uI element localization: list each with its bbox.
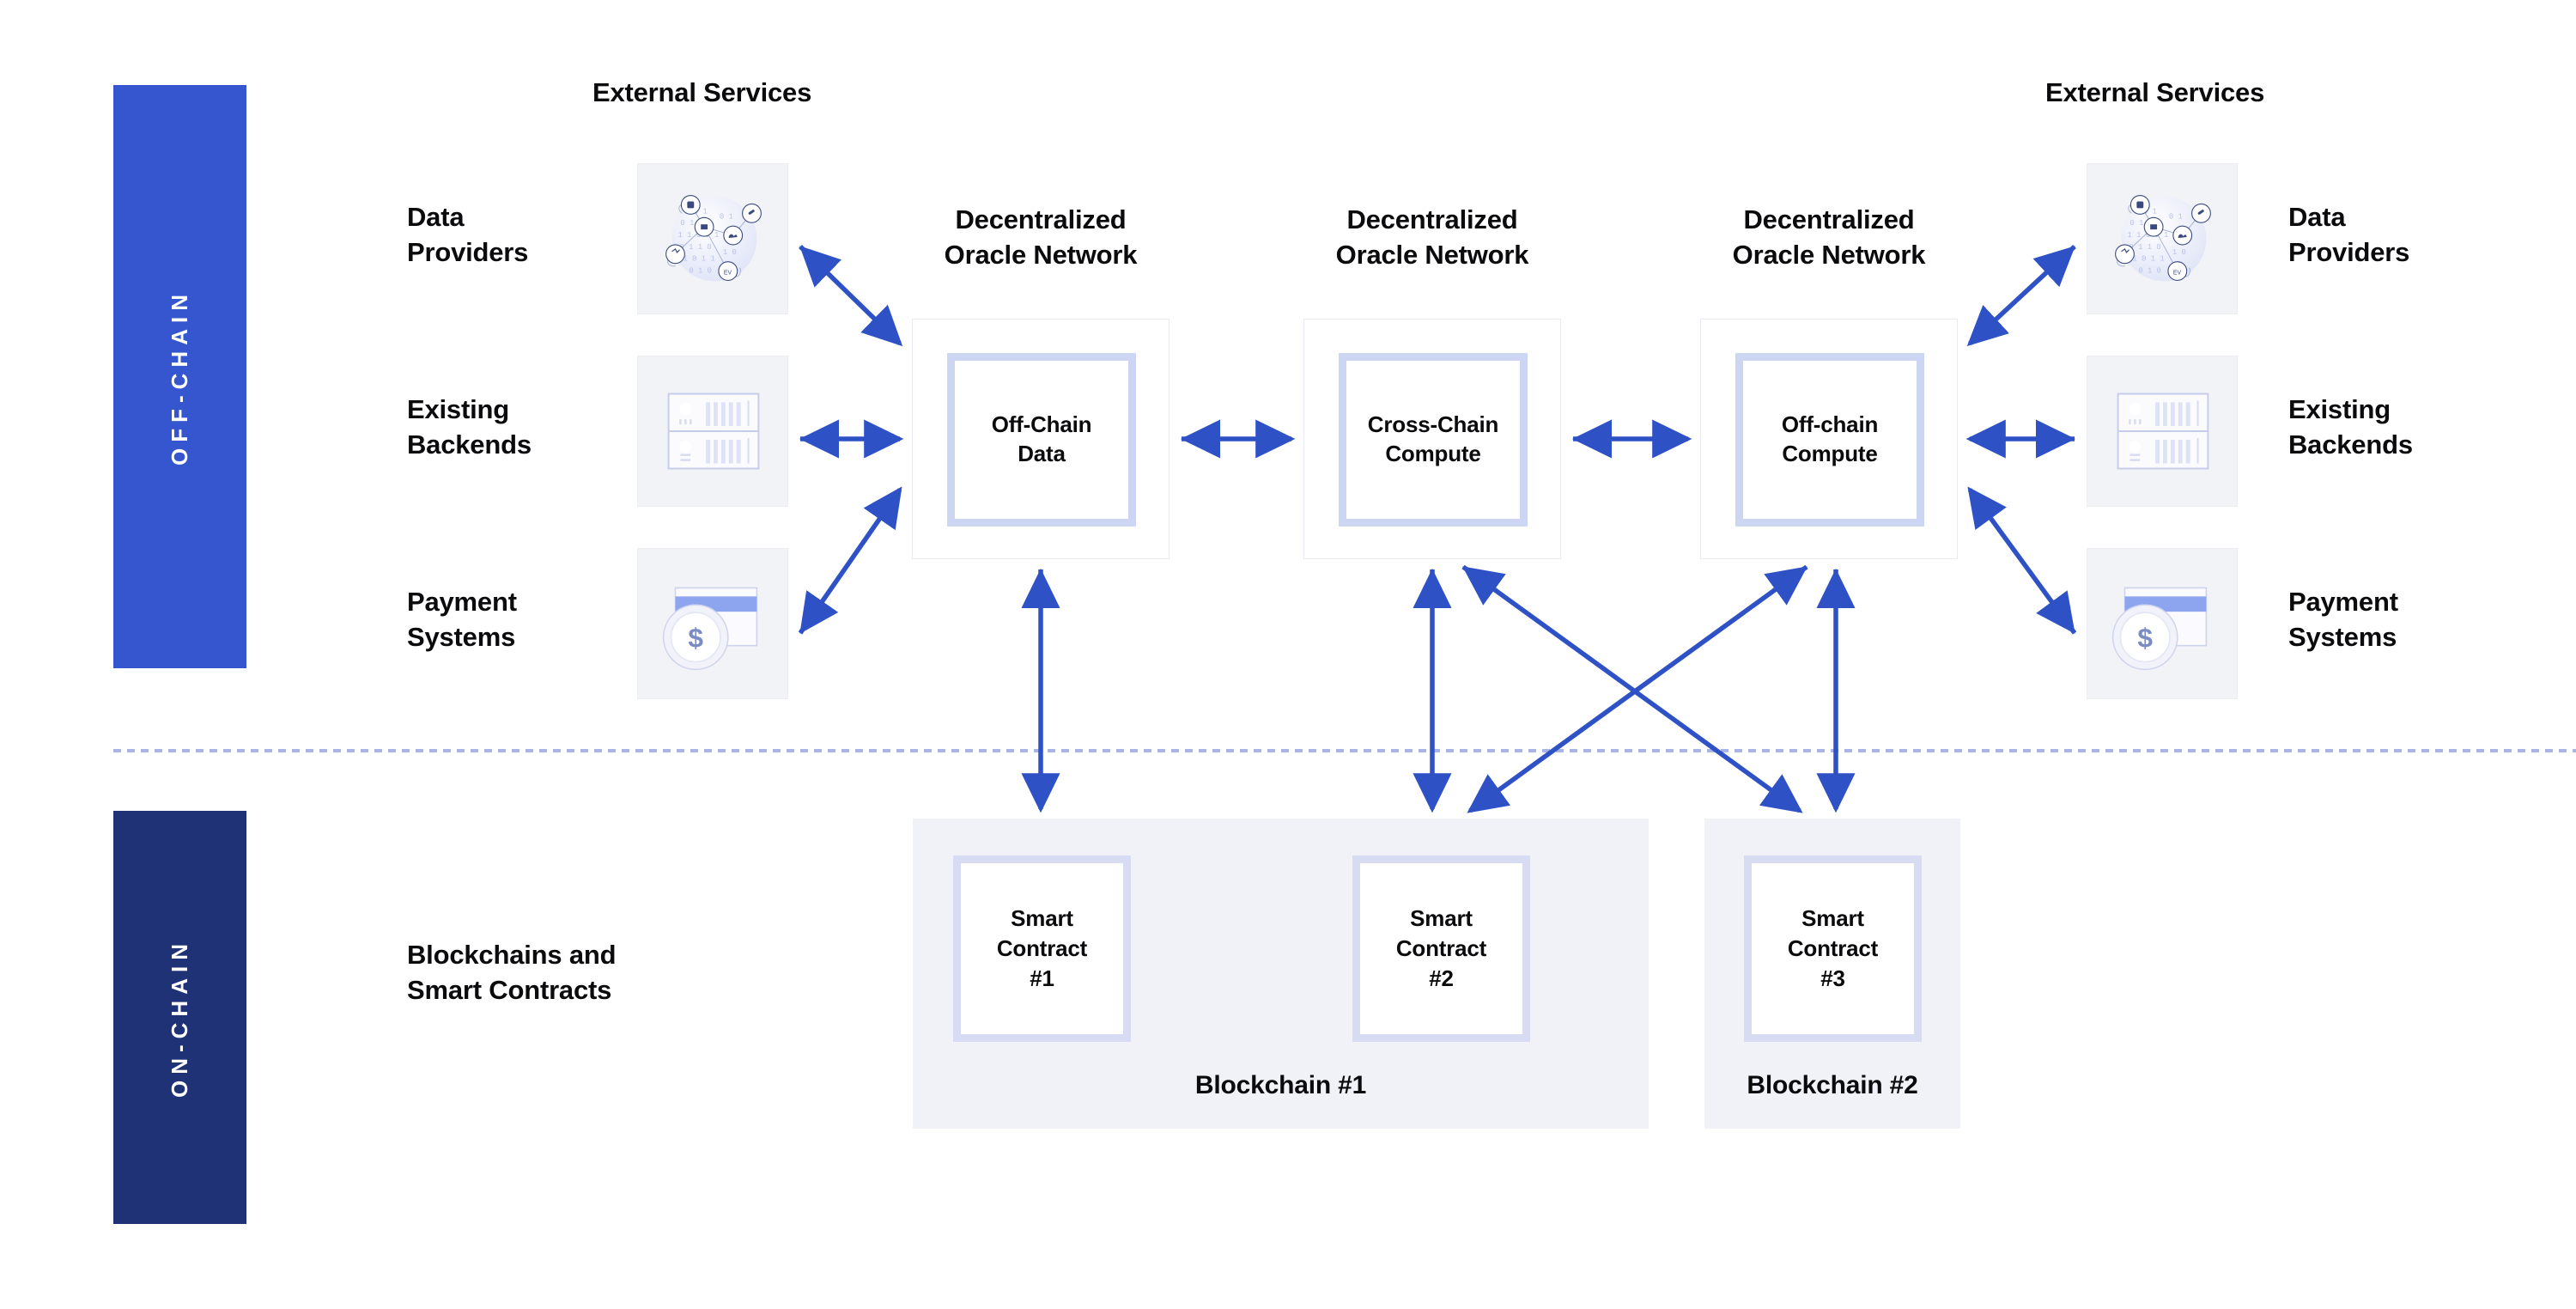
svg-text:0 1 1 0: 0 1 1 0 [2129,243,2160,252]
smart-contract-label-1: Smart Contract #1 [996,905,1088,991]
don-node-offchain-data[interactable]: Off-Chain Data [947,353,1136,527]
don-box-3[interactable]: Off-chain Compute [1700,319,1958,559]
svg-text:0 1 0: 0 1 0 [2138,267,2161,276]
icon-tile-data-providers-left: 1 0 10 1 0 1 1 1 0 0 10 1 1 0 1 0 1 10 1… [637,163,788,314]
svg-text:0 1: 0 1 [2169,212,2183,221]
svg-text:0 1: 0 1 [720,212,733,221]
svg-text:1 1 0 0 1: 1 1 0 0 1 [2127,231,2168,240]
server-rack-icon [667,393,760,470]
svg-text:1 0 1 1: 1 0 1 1 [683,255,714,264]
data-providers-globe-icon: 1 0 10 1 0 1 1 1 0 0 10 1 1 0 1 0 1 10 1… [665,195,762,282]
svg-text:$: $ [2137,623,2153,654]
svg-text:1 0: 1 0 [723,248,737,257]
don-node-label-1: Off-Chain Data [991,411,1092,466]
service-label-data-providers-left: Data Providers [407,202,529,267]
svg-text:1 0: 1 0 [2172,248,2186,257]
arrow-don3-to-payment-systems-right [1967,486,2077,635]
smart-contract-label-2: Smart Contract #2 [1395,905,1487,991]
heading-external-services-left: External Services [592,77,812,107]
don-node-offchain-compute[interactable]: Off-chain Compute [1735,353,1924,527]
don-node-label-3: Off-chain Compute [1781,411,1879,466]
don-title-3: Decentralized Oracle Network [1732,204,1926,271]
arrow-don3-to-smart-contract-2 [1467,564,1808,813]
blockchain-caption-2: Blockchain #2 [1747,1071,1918,1099]
lane-label-offchain: OFF-CHAIN [167,288,192,466]
service-label-existing-backends-left: Existing Backends [407,394,532,460]
smart-contract-box-2[interactable]: Smart Contract #2 [1352,855,1530,1042]
smart-contract-label-3: Smart Contract #3 [1787,905,1879,991]
lane-label-onchain: ON-CHAIN [167,937,192,1098]
don-title-1: Decentralized Oracle Network [944,204,1138,271]
service-label-data-providers-right: Data Providers [2288,202,2410,267]
don-box-1[interactable]: Off-Chain Data [912,319,1170,559]
data-providers-globe-icon: 1 0 10 1 0 1 1 1 0 0 10 1 1 0 1 0 1 10 1… [2115,195,2211,282]
arrow-don2-to-smart-contract-3 [1461,564,1803,813]
svg-text:0 1 1 0: 0 1 1 0 [679,243,711,252]
service-label-payment-systems-right: Payment Systems [2288,587,2398,652]
blockchain-container-2[interactable]: Smart Contract #3 Blockchain #2 [1704,819,1960,1129]
svg-text:$: $ [688,623,703,654]
svg-text:0 1 0: 0 1 0 [689,267,712,276]
smart-contract-box-1[interactable]: Smart Contract #1 [953,855,1131,1042]
svg-text:1 0 1 1: 1 0 1 1 [2132,255,2164,264]
server-rack-icon [2117,393,2209,470]
icon-tile-existing-backends-right [2087,356,2238,507]
arrow-payment-systems-left-to-don1 [798,486,902,635]
icon-tile-existing-backends-left [637,356,788,507]
don-node-label-2: Cross-Chain Compute [1367,411,1499,466]
lane-bar-onchain: ON-CHAIN [113,811,246,1224]
svg-text:1 1 0 0 1: 1 1 0 0 1 [677,231,719,240]
service-label-existing-backends-right: Existing Backends [2288,394,2413,460]
svg-text:EV: EV [2173,271,2182,277]
don-title-2: Decentralized Oracle Network [1335,204,1529,271]
credit-card-coin-icon: $ [2111,587,2208,671]
heading-external-services-right: External Services [2045,77,2265,107]
icon-tile-payment-systems-left: $ [637,548,788,699]
section-label-onchain: Blockchains and Smart Contracts [407,940,617,1005]
icon-tile-payment-systems-right: $ [2087,548,2238,699]
svg-text:EV: EV [724,271,732,277]
lane-bar-offchain: OFF-CHAIN [113,85,246,668]
smart-contract-box-3[interactable]: Smart Contract #3 [1744,855,1922,1042]
onchain-offchain-divider [113,749,2576,752]
icon-tile-data-providers-right: 1 0 10 1 0 1 1 1 0 0 10 1 1 0 1 0 1 10 1… [2087,163,2238,314]
credit-card-coin-icon: $ [662,587,758,671]
service-label-payment-systems-left: Payment Systems [407,587,517,652]
arrow-don3-to-data-providers-right [1966,244,2076,346]
arrow-data-providers-left-to-don1 [799,245,903,347]
blockchain-caption-1: Blockchain #1 [1194,1071,1367,1099]
don-node-cross-chain-compute[interactable]: Cross-Chain Compute [1339,353,1528,527]
blockchain-container-1[interactable]: Smart Contract #1 Smart Contract #2 Bloc… [913,819,1649,1129]
don-box-2[interactable]: Cross-Chain Compute [1303,319,1561,559]
